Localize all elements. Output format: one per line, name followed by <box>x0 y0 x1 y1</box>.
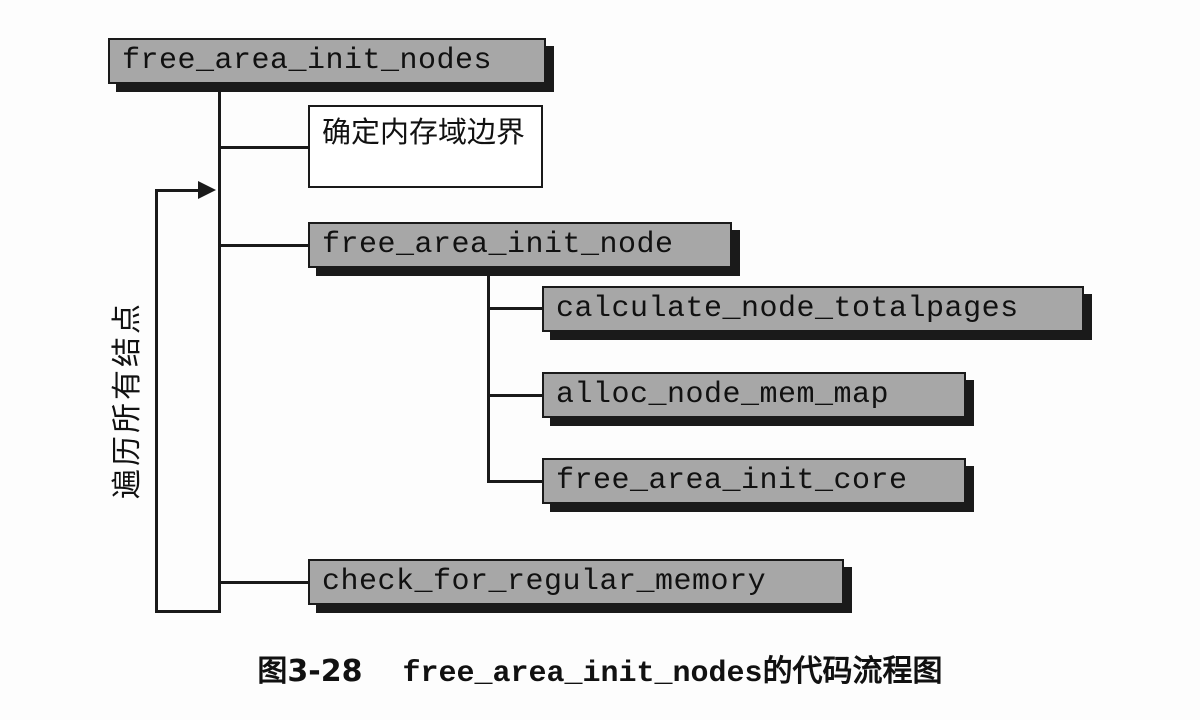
connector-to-calc-pages <box>487 307 542 310</box>
loop-bottom-line <box>155 610 221 613</box>
loop-top-line <box>155 189 201 192</box>
node-alloc-node-mem-map: alloc_node_mem_map <box>542 372 966 418</box>
caption-function-name: free_area_init_nodes <box>402 657 763 691</box>
caption-figure-number: 图3-28 <box>257 654 363 689</box>
connector-to-zone-bounds <box>218 146 308 149</box>
node-free-area-init-nodes: free_area_init_nodes <box>108 38 546 84</box>
connector-to-check-memory <box>218 581 308 584</box>
figure-caption: 图3-28 free_area_init_nodes的代码流程图 <box>0 646 1200 691</box>
zone-bounds-line-2: 边界 <box>467 115 526 149</box>
node-calculate-node-totalpages: calculate_node_totalpages <box>542 286 1084 332</box>
connector-to-init-node <box>218 244 308 247</box>
loop-left-line <box>155 189 158 613</box>
loop-arrow-icon <box>198 181 216 199</box>
node-check-for-regular-memory: check_for_regular_memory <box>308 559 844 605</box>
main-trunk-line <box>218 84 221 612</box>
zone-bounds-line-1: 确定内存域 <box>322 115 468 149</box>
connector-to-init-core <box>487 480 542 483</box>
connector-to-alloc-map <box>487 394 542 397</box>
sub-trunk-line <box>487 270 490 483</box>
loop-label: 遍历所有结点 <box>110 301 145 499</box>
node-free-area-init-node: free_area_init_node <box>308 222 732 268</box>
node-free-area-init-core: free_area_init_core <box>542 458 966 504</box>
caption-suffix: 的代码流程图 <box>762 654 943 689</box>
node-determine-zone-bounds: 确定内存域 边界 <box>308 105 543 188</box>
